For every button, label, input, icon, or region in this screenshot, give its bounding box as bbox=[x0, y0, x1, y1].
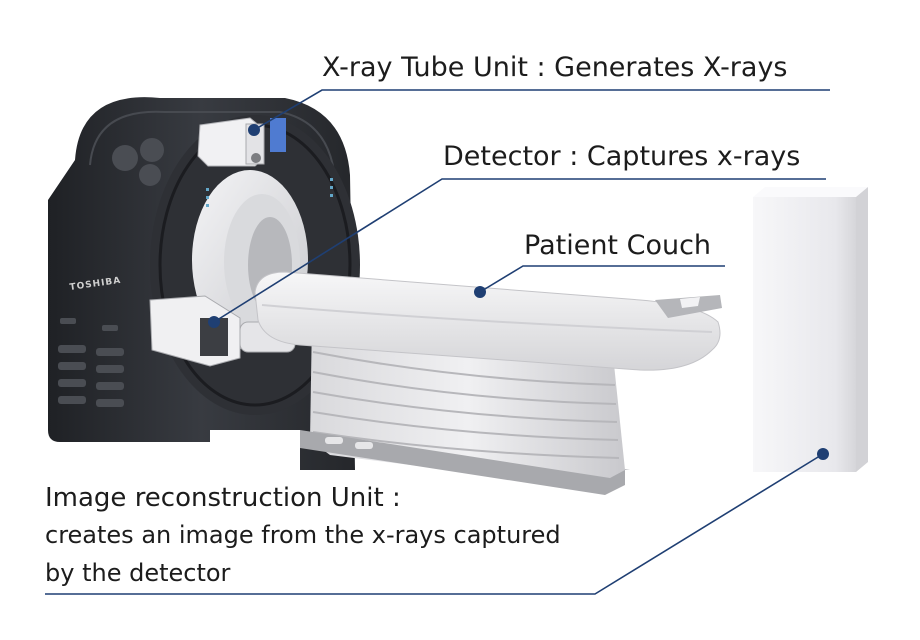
label-detector: Detector : Captures x-rays bbox=[443, 141, 801, 172]
x-ray-tube-unit bbox=[197, 117, 265, 167]
image-reconstruction-cabinet bbox=[753, 187, 868, 472]
label-reconstruction-description-line-2: by the detector bbox=[45, 559, 231, 587]
callout-detector bbox=[208, 178, 826, 328]
callout-couch bbox=[474, 265, 725, 298]
label-image-reconstruction-unit: Image reconstruction Unit : bbox=[45, 483, 401, 513]
label-patient-couch: Patient Couch bbox=[524, 230, 712, 261]
callout-tube bbox=[248, 89, 830, 136]
label-reconstruction-description-line-1: creates an image from the x-rays capture… bbox=[45, 521, 561, 549]
callout-reconstruction bbox=[45, 448, 829, 595]
label-x-ray-tube-unit: X-ray Tube Unit : Generates X-rays bbox=[322, 52, 788, 83]
detector-unit bbox=[149, 295, 296, 367]
patient-couch-top bbox=[254, 271, 722, 371]
